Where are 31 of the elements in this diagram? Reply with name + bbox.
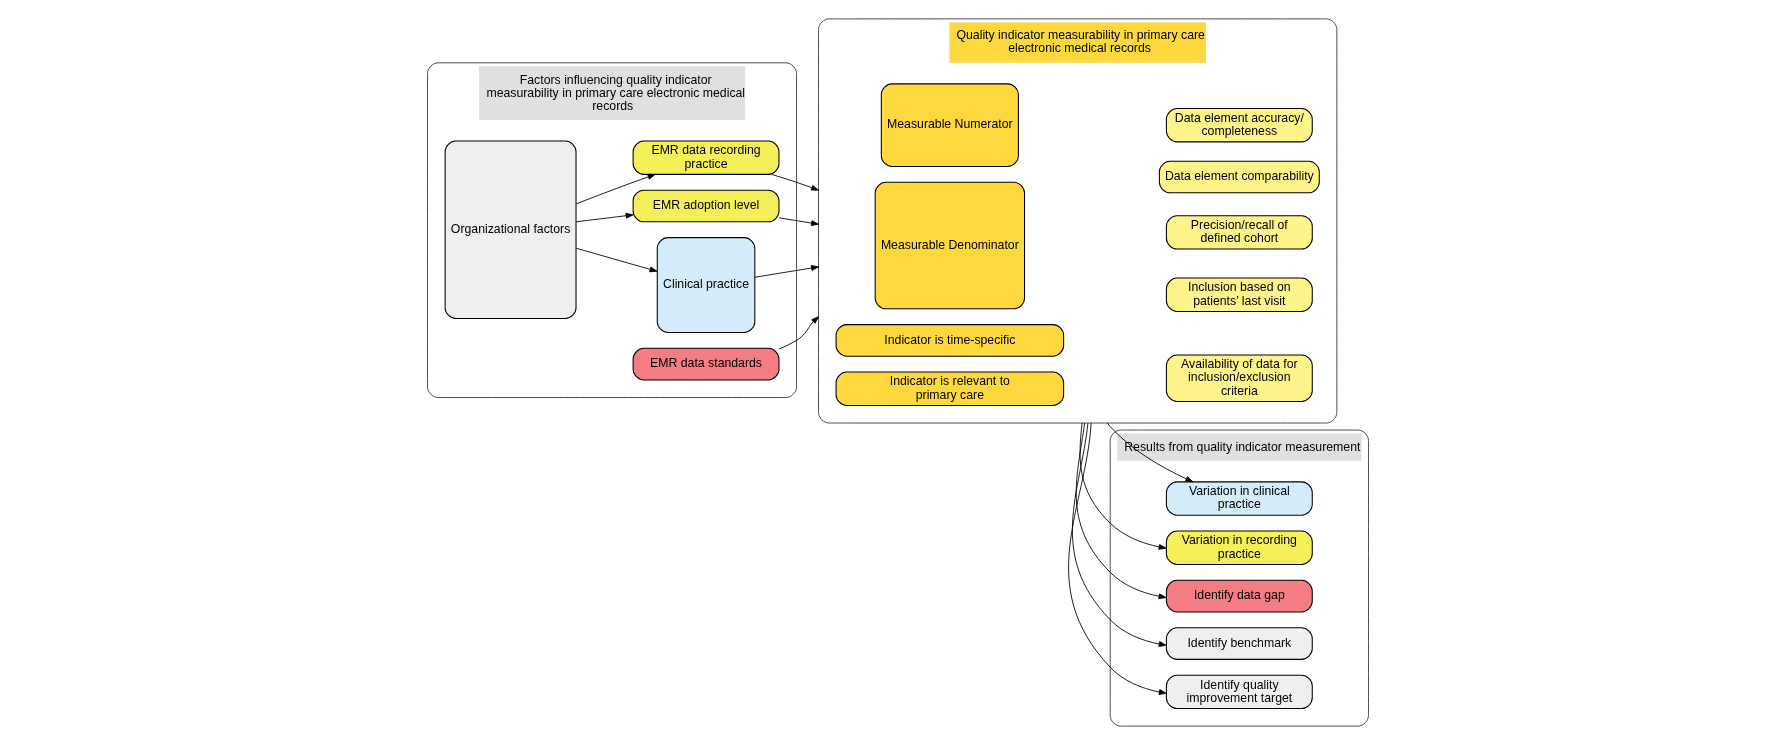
node-box: EMR data recording practice (632, 140, 779, 175)
arrow (1079, 422, 1167, 550)
arrow (1106, 422, 1193, 483)
node-box: Identify quality improvement target (1165, 674, 1313, 710)
arrow (575, 247, 657, 273)
node-box: Data element comparability (1158, 160, 1320, 194)
arrow (778, 316, 819, 350)
node-box: Measurable Numerator (880, 83, 1019, 167)
node-box: Indicator is relevant to primary care (835, 371, 1064, 406)
arrow (575, 174, 655, 205)
node-box: Availability of data for inclusion/exclusion criteria (1165, 354, 1313, 402)
node-box: Variation in recording practice (1165, 530, 1313, 565)
arrow (754, 265, 819, 278)
node-box: Identify benchmark (1165, 627, 1313, 660)
node-box: Variation in clinical practice (1165, 481, 1313, 516)
node-box: Indicator is time-specific (835, 324, 1064, 357)
arrow (1075, 422, 1167, 600)
node-box: Organizational factors (444, 140, 577, 319)
arrow (1071, 422, 1167, 647)
node-box: EMR data standards (632, 347, 779, 381)
node-box: Data element accuracy/ completeness (1165, 107, 1313, 143)
node-box: EMR adoption level (632, 189, 779, 223)
arrow (1067, 422, 1167, 695)
node-box: Inclusion based on patients’ last visit (1165, 277, 1313, 312)
node-box: Identify data gap (1165, 579, 1313, 613)
arrow (770, 173, 819, 191)
arrow (575, 212, 634, 223)
node-box: Measurable Denominator (874, 181, 1025, 310)
arrow (778, 217, 819, 226)
node-box: Clinical practice (656, 237, 755, 334)
node-box: Precision/recall of defined cohort (1165, 215, 1313, 250)
